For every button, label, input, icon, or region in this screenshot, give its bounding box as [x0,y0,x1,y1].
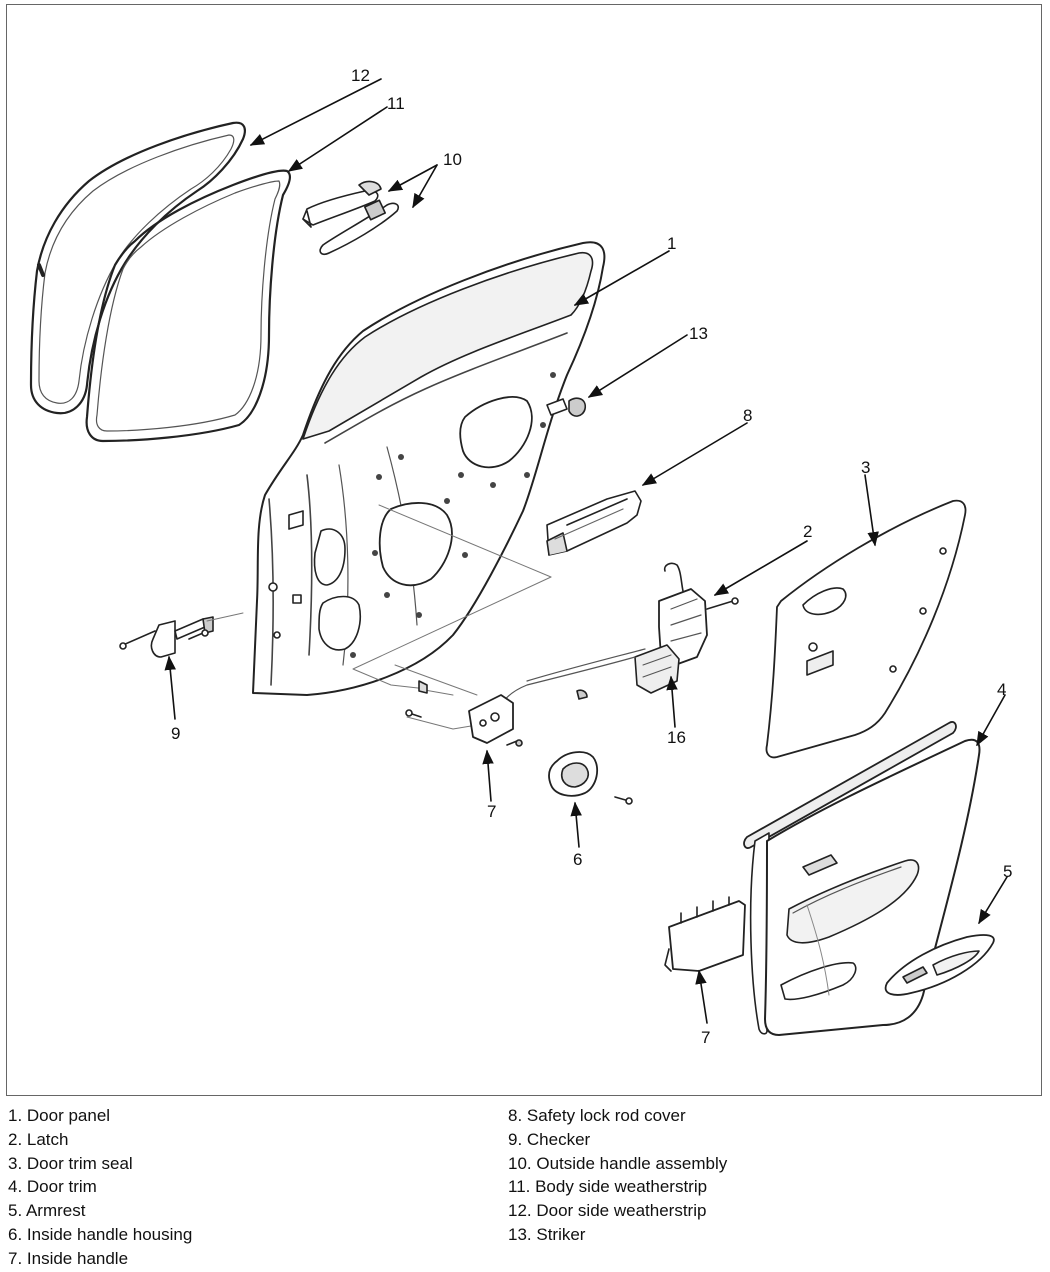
door-trim-seal [765,499,967,759]
legend-item: 3. Door trim seal [8,1153,133,1173]
outside-handle-assembly [302,180,400,256]
door-trim [743,721,981,1036]
legend-item: 1. Door panel [8,1106,111,1125]
callout-7-lower: 7 [701,1028,711,1047]
parts-legend: 1. Door panel 2. Latch 3. Door trim seal… [6,1104,1042,1268]
legend-item: 11. Body side weatherstrip [508,1177,708,1197]
checker [119,616,214,658]
callout-12: 12 [351,66,370,85]
legend-item: 13. Striker [508,1224,586,1244]
exploded-diagram-frame: 12 11 10 1 13 8 3 2 4 9 16 7 6 5 7 [6,4,1042,1096]
legend-item: 12. Door side weatherstrip [508,1201,707,1221]
door-panel [252,241,606,696]
legend-column-left: 1. Door panel 2. Latch 3. Door trim seal… [8,1104,192,1271]
legend-item: 4. Door trim [8,1177,97,1197]
legend-item: 5. Armrest [8,1201,86,1221]
assembly-reference-lines [206,504,552,730]
callout-13: 13 [689,324,708,343]
callout-2: 2 [803,522,813,541]
exploded-door-diagram [29,78,1008,1036]
legend-column-right: 8. Safety lock rod cover 9. Checker 10. … [508,1104,727,1247]
inside-handle [468,689,588,747]
legend-item: 9. Checker [508,1129,591,1149]
callout-6: 6 [573,850,583,869]
callout-8: 8 [743,406,753,425]
armrest [884,934,995,996]
callout-3: 3 [861,458,871,477]
callout-4: 4 [997,680,1007,699]
legend-item: 7. Inside handle [8,1248,129,1268]
leader-lines [164,78,1008,1024]
body-side-weatherstrip [85,169,292,443]
striker [546,397,587,417]
callout-9: 9 [171,724,181,743]
callout-5: 5 [1003,862,1013,881]
latch-assembly [500,562,739,706]
inside-handle-housing [548,751,599,797]
legend-item: 10. Outside handle assembly [508,1153,728,1173]
safety-lock-rod-cover [546,490,642,556]
legend-item: 6. Inside handle housing [8,1224,193,1244]
callout-11: 11 [387,94,405,113]
legend-item: 8. Safety lock rod cover [508,1106,686,1125]
inside-handle-lower [664,896,746,972]
door-side-weatherstrip [29,121,246,415]
callout-16: 16 [667,728,686,747]
callout-7-center: 7 [487,802,497,821]
callout-10: 10 [443,150,462,169]
fasteners [405,680,633,805]
legend-item: 2. Latch [8,1129,69,1149]
callout-1: 1 [667,234,677,253]
